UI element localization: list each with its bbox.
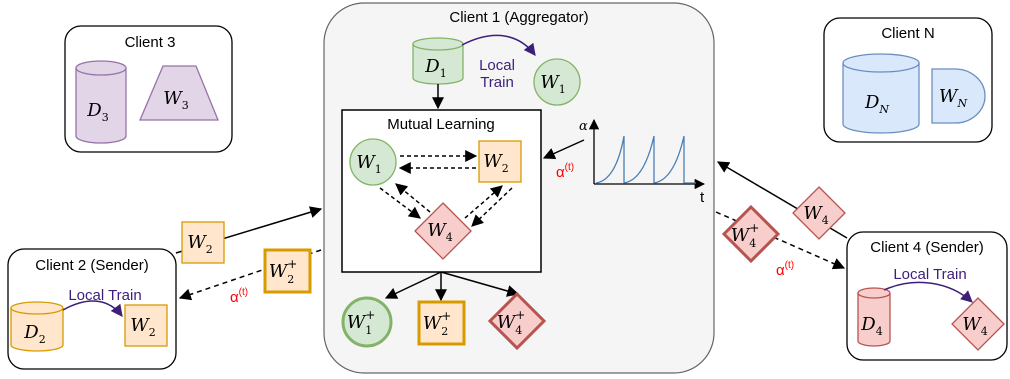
output-w2-plus: W2+ <box>417 300 466 346</box>
clientN: Client N DN WN <box>823 17 993 143</box>
svg-text:WN: WN <box>939 86 968 110</box>
ml-model-w1: W1 <box>349 138 397 186</box>
client2-download-arrow <box>178 249 322 301</box>
dataset-d2-cylinder: D2 <box>10 301 64 352</box>
svg-text:D4: D4 <box>860 314 882 338</box>
alpha-axis-label: α <box>579 119 588 134</box>
alpha-t-label-aggregator: α(t) <box>556 162 574 181</box>
transfer-w4: W4 <box>792 186 846 240</box>
model-w1-circle: W1 <box>533 58 581 106</box>
model-w3-trapezoid: W3 <box>139 65 219 121</box>
client2: Client 2 (Sender) Local Train D2 W2 <box>7 248 177 370</box>
client4-local-train-arrow <box>883 281 973 303</box>
svg-text:DN: DN <box>864 92 889 116</box>
svg-text:W4: W4 <box>427 220 453 244</box>
local-train-label-line1: Local <box>479 57 515 74</box>
ml-model-w2: W2 <box>478 140 522 183</box>
client4-local-train-label: Local Train <box>893 266 966 283</box>
client3-title: Client 3 <box>125 34 176 51</box>
svg-text:W2+: W2+ <box>269 257 298 286</box>
aggregator-title: Client 1 (Aggregator) <box>449 9 588 26</box>
svg-text:W2+: W2+ <box>423 309 452 338</box>
svg-text:W3: W3 <box>163 88 189 112</box>
client4: Client 4 (Sender) Local Train D4 W4 <box>846 231 1008 361</box>
dataset-d3-cylinder: D3 <box>75 60 127 144</box>
svg-text:W1: W1 <box>356 152 382 176</box>
client4-model-w4: W4 <box>951 297 1005 351</box>
svg-text:W1: W1 <box>540 72 566 96</box>
svg-text:W2: W2 <box>130 315 156 339</box>
output-w4-plus: W4+ <box>487 291 547 351</box>
alpha-schedule-plot: α t <box>579 118 706 206</box>
svg-text:W4: W4 <box>962 314 988 338</box>
mutual-learning-arrows <box>379 150 513 227</box>
svg-text:D3: D3 <box>86 100 108 124</box>
clientN-title: Client N <box>881 25 934 42</box>
svg-text:W4+: W4+ <box>731 221 760 250</box>
client3: Client 3 D3 W3 <box>64 25 233 153</box>
alpha-t-label-client2: α(t) <box>230 287 248 306</box>
dataset-d1-cylinder: D1 <box>412 37 464 85</box>
client4-title: Client 4 (Sender) <box>870 239 983 256</box>
local-train-label-line2: Train <box>480 74 514 91</box>
svg-text:D1: D1 <box>424 56 446 80</box>
client2-model-w2: W2 <box>124 304 168 347</box>
transfer-w4-plus: W4+ <box>721 204 781 264</box>
svg-text:D2: D2 <box>23 322 45 346</box>
svg-text:W2: W2 <box>483 151 509 175</box>
mutual-learning-title: Mutual Learning <box>387 116 495 133</box>
ml-model-w4: W4 <box>414 202 472 260</box>
client2-local-train-label: Local Train <box>68 287 141 304</box>
dataset-d4-cylinder: D4 <box>857 287 891 347</box>
aggregator-client: Client 1 (Aggregator) D1 Local Train W1 … <box>323 2 715 374</box>
client2-local-train-arrow <box>62 300 123 317</box>
alpha-sawtooth-curve <box>595 135 696 184</box>
model-wN-shape: WN <box>931 68 986 124</box>
client2-title: Client 2 (Sender) <box>35 257 148 274</box>
output-w1-plus: W1+ <box>341 296 393 348</box>
dataset-dN-cylinder: DN <box>842 53 920 134</box>
t-axis-label: t <box>700 189 705 206</box>
local-train-arrow <box>461 34 536 56</box>
transfer-w2-plus: W2+ <box>263 248 312 294</box>
svg-text:W2: W2 <box>187 232 213 256</box>
alpha-t-label-client4: α(t) <box>776 260 794 279</box>
svg-text:W1+: W1+ <box>347 308 376 337</box>
svg-text:W4+: W4+ <box>497 308 526 337</box>
svg-text:W4: W4 <box>803 203 829 227</box>
transfer-w2: W2 <box>181 221 225 264</box>
